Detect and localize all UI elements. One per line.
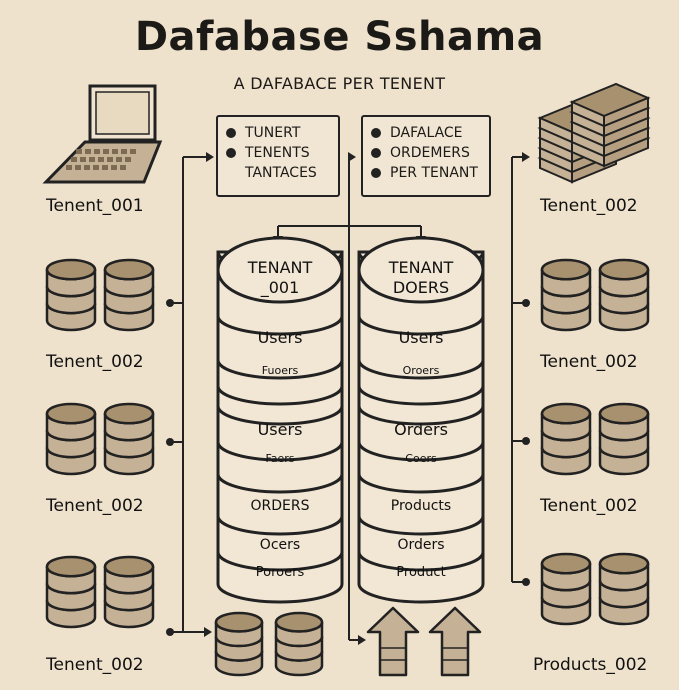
db-header-line-1: TENANT — [388, 258, 454, 278]
db-segment-label: Oroers — [402, 364, 440, 378]
icon-layer — [42, 82, 651, 677]
database-stacks — [216, 236, 485, 604]
info-box-left-item: TUNERT — [226, 123, 330, 143]
cylinder-top — [45, 402, 97, 425]
cylinder-top — [103, 555, 155, 578]
cylinder-top — [598, 552, 650, 575]
connector-dot — [522, 578, 530, 586]
info-box-right-item: DAFALACE — [371, 123, 481, 143]
info-box-left-item-label: TUNERT — [245, 125, 301, 141]
db-header-line-2: _001 — [260, 278, 300, 298]
info-box-left-item: TENENTS — [226, 143, 330, 163]
cylinder-top — [45, 258, 97, 281]
connector-dot — [166, 628, 174, 636]
db-segment-label: Poroers — [255, 564, 305, 580]
arrow-head-icon — [204, 627, 212, 637]
db-segment-label: Faers — [265, 452, 295, 466]
database-icon — [103, 402, 155, 476]
db-segment-label: Orders — [394, 420, 448, 440]
server-stack-icon — [537, 82, 651, 184]
database-icon — [598, 552, 650, 626]
center_left_stack-db-stack — [216, 236, 344, 604]
tenant-label-right-3: Tenent_002 — [540, 496, 638, 516]
info-box-right-item-label: ORDEMERS — [390, 145, 470, 161]
cylinder-top — [540, 258, 592, 281]
database-icon — [598, 402, 650, 476]
connector-lines — [166, 152, 530, 645]
db-segment-label: Users — [257, 328, 303, 348]
db-top — [216, 236, 344, 304]
database-icon — [540, 402, 592, 476]
db-segment-label: Ocers — [259, 537, 301, 554]
bullet-icon — [371, 128, 381, 138]
tenant-label-left-3: Tenent_002 — [46, 496, 144, 516]
cylinder-top — [103, 402, 155, 425]
bullet-icon — [371, 168, 381, 178]
laptop-icon — [42, 84, 163, 184]
cylinder-top — [540, 402, 592, 425]
upload-arrow-icon — [428, 606, 482, 677]
tenant-label-right-2: Tenent_002 — [540, 352, 638, 372]
tenant-label-left-2: Tenent_002 — [46, 352, 144, 372]
connector-dot — [522, 437, 530, 445]
db-segment-label: Products — [390, 498, 452, 515]
cylinder-top — [598, 402, 650, 425]
info-box-right-item: ORDEMERS — [371, 143, 481, 163]
db-segment-label: Coers — [405, 452, 437, 466]
cylinder-top — [598, 258, 650, 281]
connector-dot — [166, 299, 174, 307]
cylinder-top — [540, 552, 592, 575]
cylinder-top — [103, 258, 155, 281]
arrow-head-icon — [348, 152, 356, 162]
tenant-label-right-1: Tenent_002 — [540, 196, 638, 216]
arrow-head-icon — [358, 635, 366, 645]
cylinder-top — [45, 555, 97, 578]
database-icon — [45, 258, 97, 332]
upload-arrow-icon — [366, 606, 420, 677]
cylinder-top — [274, 611, 324, 633]
db-header-line-1: TENANT — [247, 258, 313, 278]
database-icon — [45, 402, 97, 476]
database-icon — [274, 611, 324, 677]
connector-dot — [166, 438, 174, 446]
info-box-left-item: TANTACES — [226, 163, 330, 183]
tenant-label-left-1: Tenent_001 — [46, 196, 144, 216]
info-box-left-item-label: TANTACES — [245, 165, 317, 181]
info-box-right-item: PER TENANT — [371, 163, 481, 183]
database-icon — [103, 555, 155, 629]
db-segment-label: Users — [257, 420, 303, 440]
db-header-line-2: DOERS — [392, 278, 450, 298]
center_right_stack-db-stack — [357, 236, 485, 604]
tenant-label-left-4: Tenent_002 — [46, 655, 144, 675]
info-box-left: TUNERT TENENTS TANTACES — [216, 115, 340, 197]
database-icon — [540, 552, 592, 626]
db-segment-label: Product — [396, 564, 446, 580]
arrow-head-icon — [206, 152, 214, 162]
info-box-right: DAFALACE ORDEMERS PER TENANT — [361, 115, 491, 197]
bullet-icon — [226, 128, 236, 138]
info-box-right-item-label: PER TENANT — [390, 165, 478, 181]
database-icon — [45, 555, 97, 629]
connector-dot — [522, 299, 530, 307]
database-icon — [103, 258, 155, 332]
tenant-label-right-4: Products_002 — [533, 655, 648, 675]
db-segment-label: Orders — [397, 537, 445, 554]
database-icon — [540, 258, 592, 332]
diagram-title: Dafabase Sshama — [134, 14, 545, 60]
db-segment-label: Users — [398, 328, 444, 348]
db-segment-label: Fuoers — [261, 364, 299, 378]
bullet-icon — [371, 148, 381, 158]
diagram-subtitle: A DAFABACE PER TENENT — [233, 74, 446, 93]
arrow-head-icon — [522, 152, 530, 162]
cylinder-top — [214, 611, 264, 633]
info-box-right-item-label: DAFALACE — [390, 125, 463, 141]
bullet-icon — [226, 148, 236, 158]
info-box-left-item-label: TENENTS — [245, 145, 310, 161]
db-segment-label: ORDERS — [250, 498, 310, 515]
database-icon — [214, 611, 264, 677]
db-top — [357, 236, 485, 304]
database-icon — [598, 258, 650, 332]
